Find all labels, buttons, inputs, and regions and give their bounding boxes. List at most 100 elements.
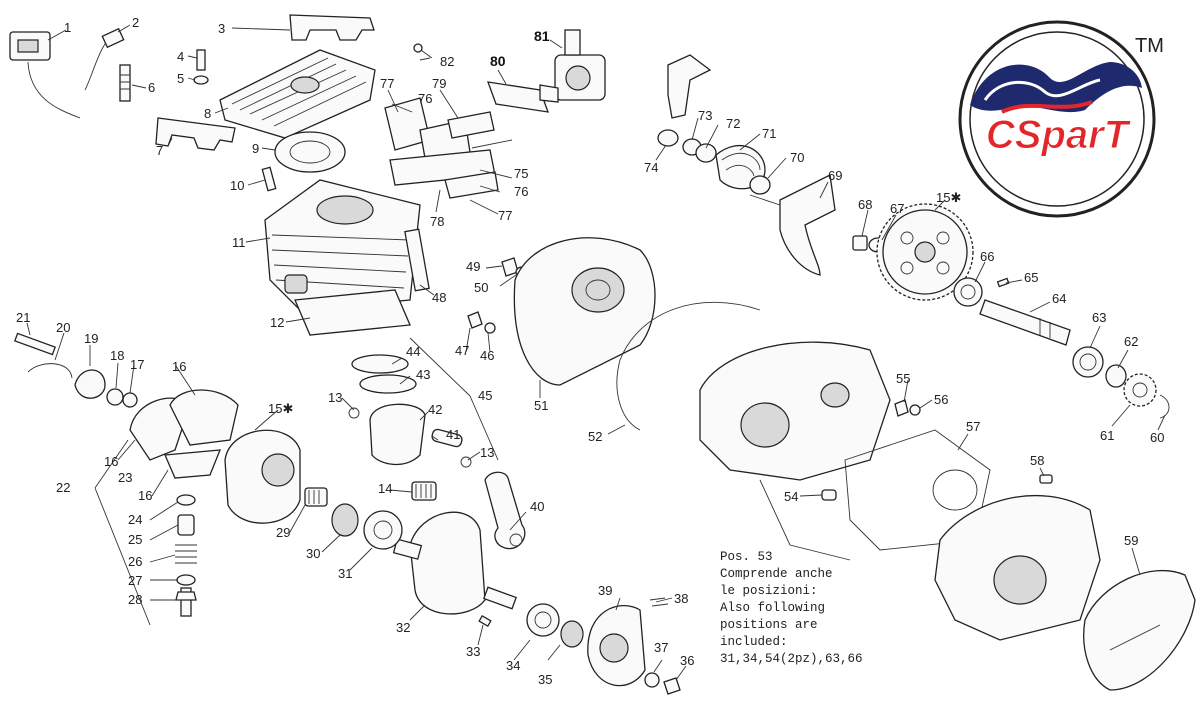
part-label-21: 21 xyxy=(16,310,30,325)
part-label-76a: 76 xyxy=(418,91,432,106)
part-label-69: 69 xyxy=(828,168,842,183)
part-label-37: 37 xyxy=(654,640,668,655)
part-label-72: 72 xyxy=(726,116,740,131)
motorcycle-swoosh-icon xyxy=(970,62,1142,113)
part-label-78: 78 xyxy=(430,214,444,229)
note-line-2: Comprende anche xyxy=(720,567,833,581)
note-line-7: 31,34,54(2pz),63,66 xyxy=(720,652,863,666)
part-label-33: 33 xyxy=(466,644,480,659)
part-label-70: 70 xyxy=(790,150,804,165)
part-label-79: 79 xyxy=(432,76,446,91)
part-label-51: 51 xyxy=(534,398,548,413)
part-label-64: 64 xyxy=(1052,291,1066,306)
part-label-13a: 13 xyxy=(328,390,342,405)
part-label-61: 61 xyxy=(1100,428,1114,443)
leader-lines xyxy=(26,24,1166,681)
position-note: Pos. 53 Comprende anche le posizioni: Al… xyxy=(720,550,863,666)
part-label-71: 71 xyxy=(762,126,776,141)
part-label-28: 28 xyxy=(128,592,142,607)
part-label-24: 24 xyxy=(128,512,142,527)
part-label-77b: 77 xyxy=(498,208,512,223)
part-label-41: 41 xyxy=(446,427,460,442)
note-line-1: Pos. 53 xyxy=(720,550,773,564)
part-label-32: 32 xyxy=(396,620,410,635)
part-label-77a: 77 xyxy=(380,76,394,91)
part-label-2: 2 xyxy=(132,15,139,30)
part-label-34: 34 xyxy=(506,658,520,673)
part-label-7: 7 xyxy=(156,143,163,158)
part-label-56: 56 xyxy=(934,392,948,407)
part-label-58: 58 xyxy=(1030,453,1044,468)
part-label-50: 50 xyxy=(474,280,488,295)
part-label-39: 39 xyxy=(598,583,612,598)
part-label-18: 18 xyxy=(110,348,124,363)
part-label-19: 19 xyxy=(84,331,98,346)
part-label-67: 67 xyxy=(890,201,904,216)
part-label-42: 42 xyxy=(428,402,442,417)
part-label-8: 8 xyxy=(204,106,211,121)
part-label-10: 10 xyxy=(230,178,244,193)
part-label-11: 11 xyxy=(232,235,246,250)
part-label-45: 45 xyxy=(478,388,492,403)
part-label-57: 57 xyxy=(966,419,980,434)
part-label-74: 74 xyxy=(644,160,658,175)
part-label-15b: 15✱ xyxy=(936,190,961,205)
part-label-76b: 76 xyxy=(514,184,528,199)
part-label-29: 29 xyxy=(276,525,290,540)
part-label-5: 5 xyxy=(177,71,184,86)
part-label-35: 35 xyxy=(538,672,552,687)
part-label-4: 4 xyxy=(177,49,184,64)
part-label-9: 9 xyxy=(252,141,259,156)
part-label-52: 52 xyxy=(588,429,602,444)
part-label-16b: 16 xyxy=(104,454,118,469)
brand-name: CSparT xyxy=(986,113,1132,157)
part-label-1: 1 xyxy=(64,20,71,35)
part-label-14: 14 xyxy=(378,481,392,496)
part-label-65: 65 xyxy=(1024,270,1038,285)
part-label-73: 73 xyxy=(698,108,712,123)
part-label-80: 80 xyxy=(490,53,506,69)
part-label-75: 75 xyxy=(514,166,528,181)
part-label-16a: 16 xyxy=(172,359,186,374)
part-label-46: 46 xyxy=(480,348,494,363)
part-label-27: 27 xyxy=(128,573,142,588)
part-label-44: 44 xyxy=(406,344,420,359)
part-label-47: 47 xyxy=(455,343,469,358)
trademark-mark: TM xyxy=(1135,35,1164,57)
part-label-17: 17 xyxy=(130,357,144,372)
part-label-62: 62 xyxy=(1124,334,1138,349)
part-label-30: 30 xyxy=(306,546,320,561)
part-label-63: 63 xyxy=(1092,310,1106,325)
part-label-82: 82 xyxy=(440,54,454,69)
part-label-25: 25 xyxy=(128,532,142,547)
part-label-6: 6 xyxy=(148,80,155,95)
note-line-4: Also following xyxy=(720,601,825,615)
part-label-49: 49 xyxy=(466,259,480,274)
part-label-20: 20 xyxy=(56,320,70,335)
part-label-60: 60 xyxy=(1150,430,1164,445)
part-label-54: 54 xyxy=(784,489,798,504)
part-label-59: 59 xyxy=(1124,533,1138,548)
part-label-26: 26 xyxy=(128,554,142,569)
part-label-16c: 16 xyxy=(138,488,152,503)
note-line-3: le posizioni: xyxy=(720,584,818,598)
part-label-15a: 15✱ xyxy=(268,401,293,416)
part-labels: 1 2 3 4 5 6 7 8 9 10 11 12 13 13 14 15✱ … xyxy=(16,15,1164,687)
part-label-22: 22 xyxy=(56,480,70,495)
part-label-55: 55 xyxy=(896,371,910,386)
part-label-68: 68 xyxy=(858,197,872,212)
part-label-38: 38 xyxy=(674,591,688,606)
part-label-81: 81 xyxy=(534,28,550,44)
note-line-5: positions are xyxy=(720,618,818,632)
note-line-6: included: xyxy=(720,635,788,649)
part-label-13b: 13 xyxy=(480,445,494,460)
part-label-40: 40 xyxy=(530,499,544,514)
part-label-43: 43 xyxy=(416,367,430,382)
part-label-3: 3 xyxy=(218,21,225,36)
part-label-66: 66 xyxy=(980,249,994,264)
part-label-12: 12 xyxy=(270,315,284,330)
part-label-36: 36 xyxy=(680,653,694,668)
part-label-31: 31 xyxy=(338,566,352,581)
brand-logo: CSparT TM xyxy=(958,20,1164,218)
